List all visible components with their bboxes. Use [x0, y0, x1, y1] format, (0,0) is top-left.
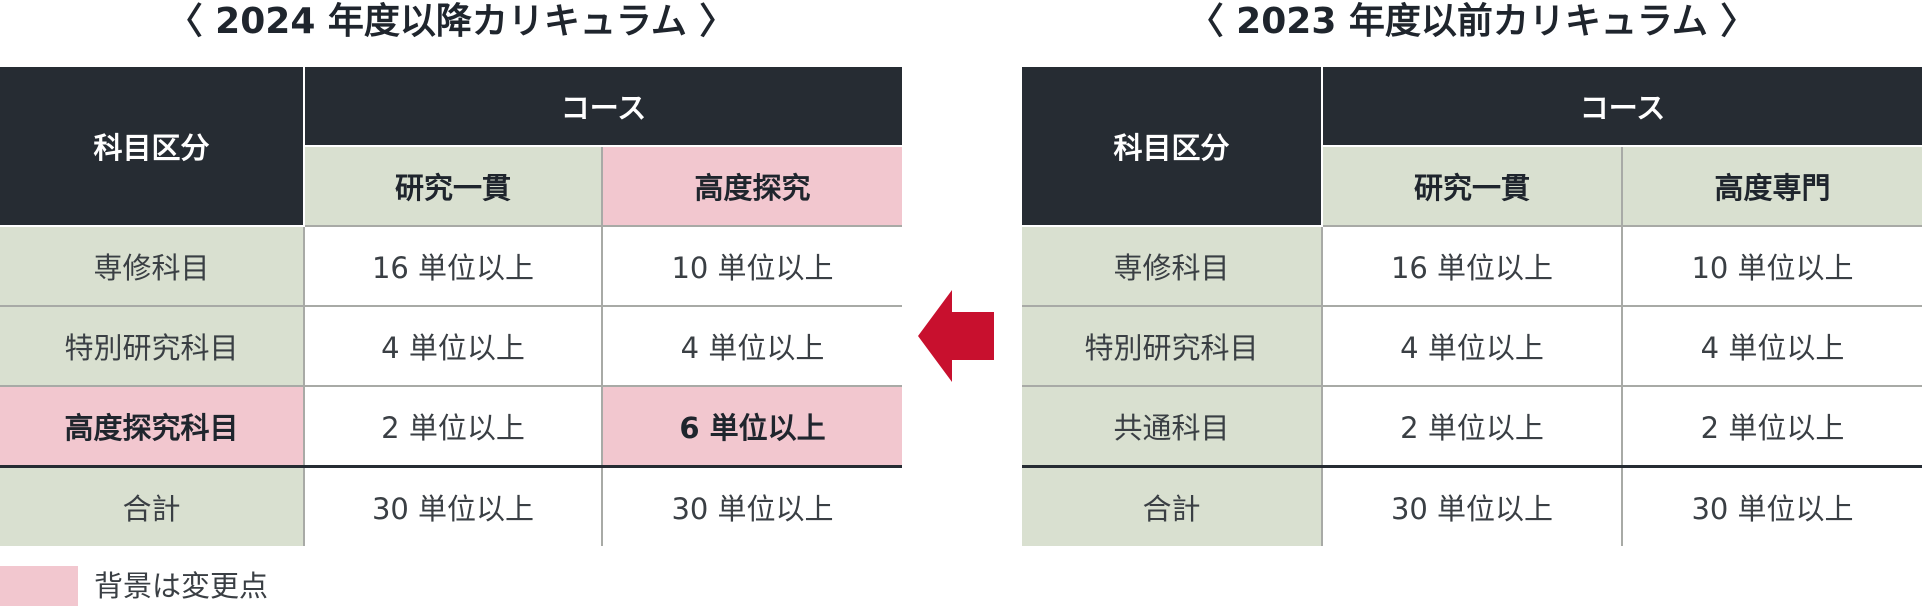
table-subheader-row: 研究一貫 高度探究: [0, 145, 902, 227]
legend-swatch: [0, 566, 78, 606]
table-row: 特別研究科目 4 単位以上 4 単位以上: [1022, 305, 1922, 387]
category-header: 科目区分: [1022, 67, 1323, 227]
cell-value: 10 単位以上: [1621, 225, 1922, 307]
course-advanced-specialty-header: 高度専門: [1621, 145, 1922, 227]
legend-label: 背景は変更点: [94, 569, 269, 603]
cell-value: 4 単位以上: [1321, 305, 1623, 387]
left-table-title: 〈 2024 年度以降カリキュラム 〉: [166, 1, 736, 42]
row-label: 専修科目: [0, 225, 305, 307]
total-row: 合計 30 単位以上 30 単位以上: [0, 465, 902, 546]
cell-value: 4 単位以上: [601, 305, 902, 387]
course-research-header: 研究一貫: [1321, 145, 1623, 227]
row-label: 合計: [0, 465, 305, 546]
category-header: 科目区分: [0, 67, 305, 227]
curriculum-2024-table: 科目区分 コース 研究一貫 高度探究 専修科目 16 単位以上 10 単位以上 …: [0, 67, 902, 546]
cell-value: 16 単位以上: [303, 225, 603, 307]
cell-value-changed: 6 単位以上: [601, 385, 902, 468]
course-advanced-inquiry-header: 高度探究: [601, 145, 902, 227]
row-label: 共通科目: [1022, 385, 1323, 468]
right-table-title: 〈 2023 年度以前カリキュラム 〉: [1187, 1, 1757, 42]
row-label: 特別研究科目: [0, 305, 305, 387]
table-header-row: 科目区分 コース: [0, 67, 902, 227]
cell-value: 10 単位以上: [601, 225, 902, 307]
row-label: 合計: [1022, 465, 1323, 546]
cell-value: 2 単位以上: [1321, 385, 1623, 468]
table-header-row: 科目区分 コース: [1022, 67, 1922, 227]
table-row: 特別研究科目 4 単位以上 4 単位以上: [0, 305, 902, 387]
table-row: 専修科目 16 単位以上 10 単位以上: [1022, 225, 1922, 307]
course-header: コース: [1321, 67, 1922, 147]
row-label: 専修科目: [1022, 225, 1323, 307]
cell-value: 2 単位以上: [303, 385, 603, 468]
cell-value: 30 単位以上: [1321, 465, 1623, 546]
cell-value: 30 単位以上: [601, 465, 902, 546]
cell-value: 16 単位以上: [1321, 225, 1623, 307]
cell-value: 4 単位以上: [303, 305, 603, 387]
course-research-header: 研究一貫: [303, 145, 603, 227]
left-arrow-icon: [918, 290, 994, 382]
table-row: 高度探究科目 2 単位以上 6 単位以上: [0, 385, 902, 468]
cell-value: 30 単位以上: [1621, 465, 1922, 546]
table-subheader-row: 研究一貫 高度専門: [1022, 145, 1922, 227]
row-label: 特別研究科目: [1022, 305, 1323, 387]
table-row: 専修科目 16 単位以上 10 単位以上: [0, 225, 902, 307]
total-row: 合計 30 単位以上 30 単位以上: [1022, 465, 1922, 546]
row-label-changed: 高度探究科目: [0, 385, 305, 468]
course-header: コース: [303, 67, 902, 147]
cell-value: 30 単位以上: [303, 465, 603, 546]
table-row: 共通科目 2 単位以上 2 単位以上: [1022, 385, 1922, 468]
cell-value: 2 単位以上: [1621, 385, 1922, 468]
curriculum-2023-table: 科目区分 コース 研究一貫 高度専門 専修科目 16 単位以上 10 単位以上 …: [1022, 67, 1922, 546]
cell-value: 4 単位以上: [1621, 305, 1922, 387]
